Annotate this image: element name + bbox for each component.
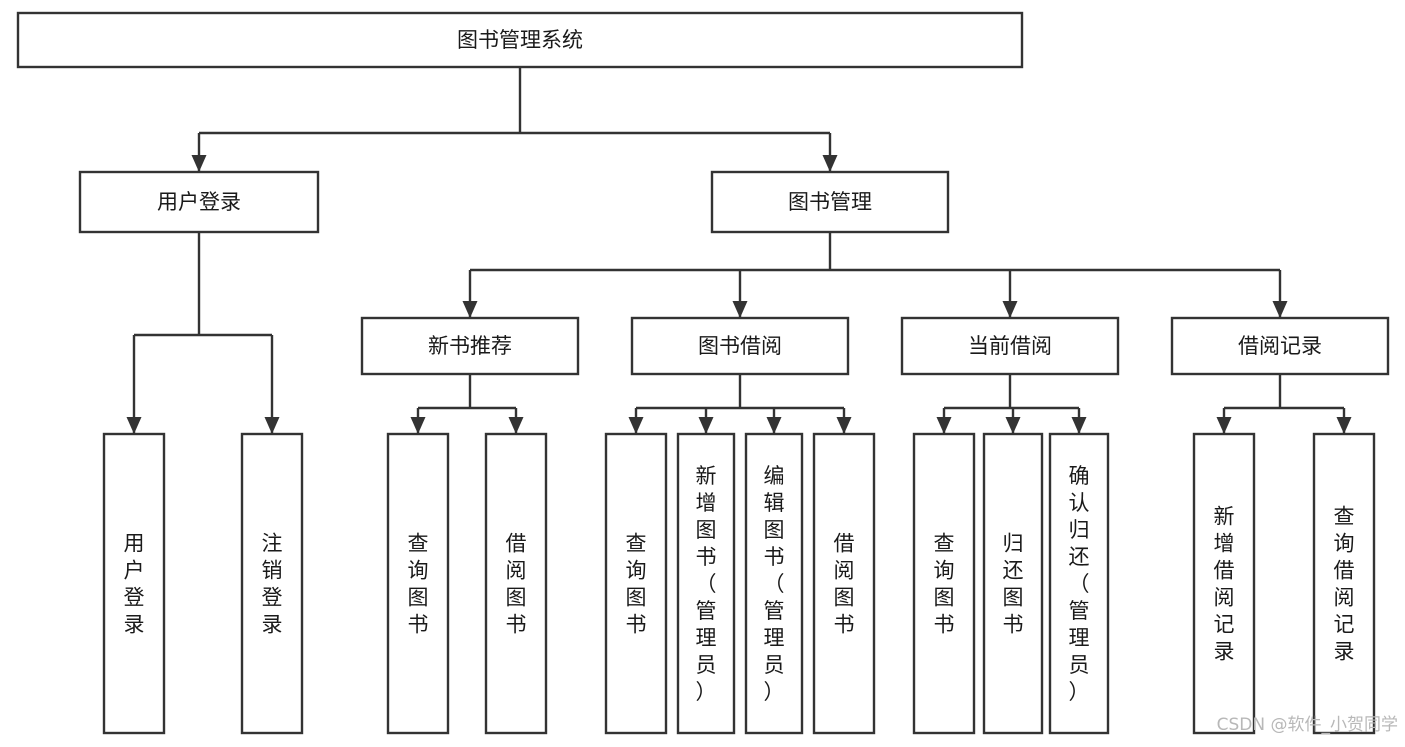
node-box-query-borrow-record[interactable]	[1312, 432, 1376, 735]
node-box-current-borrow[interactable]	[900, 316, 1120, 376]
node-box-new-book-recommend[interactable]	[360, 316, 580, 376]
node-box-edit-book[interactable]	[744, 432, 804, 735]
node-label-add-borrow-record: 新增借阅记录	[1214, 505, 1235, 664]
csdn-watermark: CSDN @软件_小贺同学	[1217, 715, 1398, 735]
node-current-borrow[interactable]: 当前借阅	[900, 316, 1120, 376]
node-box-user-login-do[interactable]	[102, 432, 166, 735]
node-box-add-borrow-record[interactable]	[1192, 432, 1256, 735]
node-box-user-login[interactable]	[78, 170, 320, 234]
node-label-book-manage: 图书管理	[788, 190, 872, 214]
node-query-borrow-record[interactable]: 查询借阅记录	[1312, 432, 1376, 735]
node-label-edit-book: 编辑图书（管理员）	[764, 464, 785, 704]
node-label-book-borrow: 图书借阅	[698, 334, 782, 358]
connectors-layer	[126, 67, 1352, 434]
node-label-confirm-return: 确认归还（管理员）	[1069, 464, 1090, 704]
node-label-user-login: 用户登录	[157, 190, 241, 214]
node-box-query-book-1[interactable]	[386, 432, 450, 735]
node-label-return-book: 归还图书	[1003, 532, 1024, 637]
node-user-logout[interactable]: 注销登录	[240, 432, 304, 735]
node-label-add-book: 新增图书（管理员）	[696, 464, 717, 704]
node-query-book-2[interactable]: 查询图书	[604, 432, 668, 735]
node-book-manage[interactable]: 图书管理	[710, 170, 950, 234]
node-add-borrow-record[interactable]: 新增借阅记录	[1192, 432, 1256, 735]
node-label-user-login-do: 用户登录	[124, 532, 145, 637]
node-label-query-book-1: 查询图书	[408, 532, 429, 637]
node-new-book-recommend[interactable]: 新书推荐	[360, 316, 580, 376]
nodes-layer: 图书管理系统用户登录图书管理用户登录注销登录新书推荐查询图书借阅图书图书借阅查询…	[16, 11, 1390, 735]
node-book-borrow[interactable]: 图书借阅	[630, 316, 850, 376]
node-label-borrow-record: 借阅记录	[1238, 334, 1322, 358]
node-label-new-book-recommend: 新书推荐	[428, 334, 512, 358]
node-box-borrow-book-1[interactable]	[484, 432, 548, 735]
node-box-borrow-book-2[interactable]	[812, 432, 876, 735]
node-label-query-book-2: 查询图书	[626, 532, 647, 637]
node-query-book-3[interactable]: 查询图书	[912, 432, 976, 735]
node-borrow-record[interactable]: 借阅记录	[1170, 316, 1390, 376]
node-edit-book[interactable]: 编辑图书（管理员）	[744, 432, 804, 735]
node-label-query-book-3: 查询图书	[934, 532, 955, 637]
node-box-add-book[interactable]	[676, 432, 736, 735]
node-box-query-book-2[interactable]	[604, 432, 668, 735]
node-add-book[interactable]: 新增图书（管理员）	[676, 432, 736, 735]
node-box-confirm-return[interactable]	[1048, 432, 1110, 735]
node-return-book[interactable]: 归还图书	[982, 432, 1044, 735]
node-box-user-logout[interactable]	[240, 432, 304, 735]
node-borrow-book-2[interactable]: 借阅图书	[812, 432, 876, 735]
node-box-return-book[interactable]	[982, 432, 1044, 735]
node-query-book-1[interactable]: 查询图书	[386, 432, 450, 735]
node-label-user-logout: 注销登录	[262, 532, 283, 637]
node-user-login-do[interactable]: 用户登录	[102, 432, 166, 735]
node-box-root[interactable]	[16, 11, 1024, 69]
node-user-login[interactable]: 用户登录	[78, 170, 320, 234]
node-borrow-book-1[interactable]: 借阅图书	[484, 432, 548, 735]
node-box-book-borrow[interactable]	[630, 316, 850, 376]
node-label-borrow-book-2: 借阅图书	[834, 532, 855, 637]
node-root[interactable]: 图书管理系统	[16, 11, 1024, 69]
node-box-borrow-record[interactable]	[1170, 316, 1390, 376]
node-label-current-borrow: 当前借阅	[968, 334, 1052, 358]
node-label-query-borrow-record: 查询借阅记录	[1334, 505, 1355, 664]
node-label-borrow-book-1: 借阅图书	[506, 532, 527, 637]
node-box-book-manage[interactable]	[710, 170, 950, 234]
node-confirm-return[interactable]: 确认归还（管理员）	[1048, 432, 1110, 735]
node-box-query-book-3[interactable]	[912, 432, 976, 735]
node-label-root: 图书管理系统	[457, 28, 583, 52]
